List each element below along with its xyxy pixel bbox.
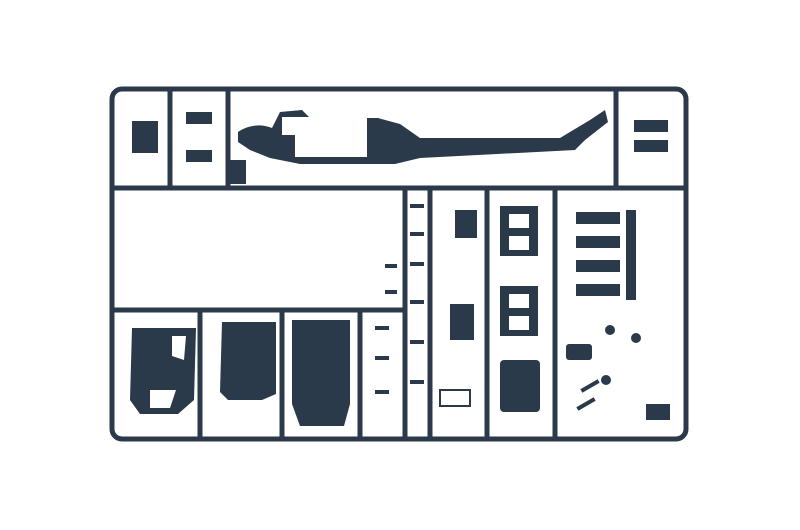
cabin-floor-icon [292, 320, 350, 426]
small-part-icon [132, 121, 158, 153]
floor-panel-icon [220, 322, 276, 400]
door-panel-icon [500, 360, 540, 412]
seat-frame-icon [455, 210, 477, 238]
sprue-parts [130, 110, 670, 426]
